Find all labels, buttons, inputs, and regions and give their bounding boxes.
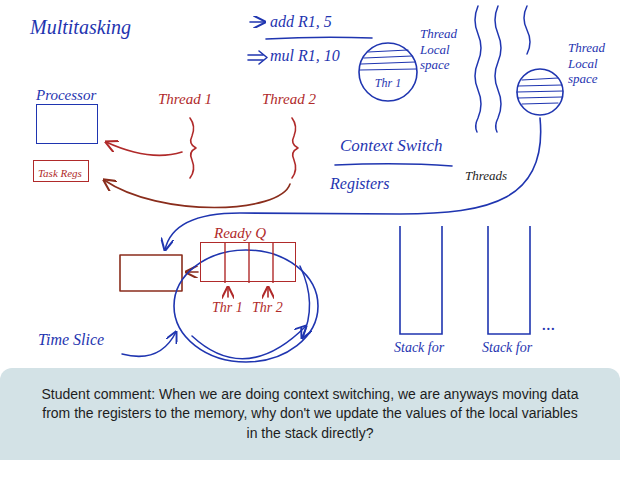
- node-heading: Stack for: [394, 340, 444, 357]
- label-holder: ...: [542, 314, 556, 336]
- underline: [335, 164, 452, 166]
- node-heading: Thread Local space: [420, 26, 474, 73]
- curly-brace: [190, 118, 196, 178]
- thread-stack: Stack for: [398, 226, 444, 336]
- arrow-mark: [250, 21, 265, 23]
- queue-slot-divider: [248, 243, 249, 283]
- note-label: Threads: [465, 168, 507, 184]
- board-title: Multitasking: [30, 16, 131, 39]
- circle-outline: [516, 68, 564, 116]
- queue-entry: Thr 2: [252, 300, 283, 317]
- loop-arrow: [300, 266, 310, 338]
- running-box: [120, 255, 182, 291]
- label-holder: Thr 2: [252, 300, 283, 317]
- instruction: mul R1, 10: [270, 46, 340, 65]
- queue-slot-divider: [224, 243, 225, 283]
- loop-arrow: [192, 326, 306, 359]
- circle-outline: [359, 43, 417, 101]
- loop-arrow: [122, 332, 176, 356]
- thread-label: Thread 2: [262, 90, 316, 108]
- double-arrow-head: [259, 51, 267, 64]
- text-holder: Thread Local space: [420, 26, 474, 73]
- underline: [266, 37, 372, 39]
- node-text: Thr 1: [358, 76, 418, 90]
- node-heading: Task Regs: [38, 167, 82, 180]
- round-robin-loop: [174, 250, 318, 362]
- label-holder: Threads: [465, 168, 507, 184]
- stack-outline: [488, 226, 530, 334]
- label-holder: Time Slice: [38, 330, 104, 349]
- thread-stack: Stack for: [486, 226, 532, 336]
- label-holder: Thread 2: [262, 90, 316, 108]
- queue-slots: [201, 243, 297, 283]
- stack-outline: [400, 226, 442, 334]
- node-heading: Processor: [36, 86, 96, 104]
- text-holder: Thread Local space: [568, 40, 614, 87]
- load-arrow: [106, 142, 182, 155]
- text-holder: Stack for: [482, 340, 532, 357]
- divider-line: [475, 6, 481, 132]
- register-box: Task Regs: [33, 160, 89, 182]
- enqueue-arrow: [227, 287, 229, 297]
- comment-banner: Student comment: When we are doing conte…: [0, 368, 620, 460]
- note-label: Registers: [330, 174, 390, 193]
- label-holder: Registers: [330, 174, 390, 193]
- queue-entry: Thr 1: [212, 300, 243, 317]
- label-holder: Thr 1: [212, 300, 243, 317]
- thread-local-space: Thread Local spaceThr 1: [358, 42, 418, 102]
- label-holder: mul R1, 10: [270, 46, 340, 65]
- topic-heading: Context Switch: [340, 136, 442, 156]
- node-heading: Thread Local space: [568, 40, 614, 87]
- divider-line: [495, 6, 501, 132]
- stack-outline: [486, 226, 532, 336]
- ellipsis: ...: [542, 314, 556, 336]
- queue-slot-divider: [272, 243, 273, 283]
- schedule-arrow: [165, 118, 541, 250]
- circle-outline: [358, 42, 418, 102]
- save-arrow: [104, 180, 290, 208]
- text-holder: Thr 1: [358, 76, 418, 90]
- node-heading: Stack for: [482, 340, 532, 357]
- double-arrow-mark: [248, 55, 263, 60]
- node-heading: Ready Q: [200, 224, 266, 242]
- thread-local-space: Thread Local space: [516, 68, 564, 116]
- circle-outline: [517, 69, 563, 115]
- curly-brace: [292, 118, 298, 178]
- enqueue-arrow: [267, 287, 269, 297]
- label-holder: Thread 1: [158, 90, 212, 108]
- instruction: add R1, 5: [270, 12, 332, 31]
- box-outline: [200, 242, 296, 282]
- divider-line: [524, 6, 530, 54]
- stack-outline: [398, 226, 444, 336]
- thread-label: Thread 1: [158, 90, 212, 108]
- text-holder: Stack for: [394, 340, 444, 357]
- label-holder: Context Switch: [340, 136, 442, 156]
- note-label: Time Slice: [38, 330, 104, 349]
- ready-queue: Ready Q: [200, 224, 296, 282]
- processor-box: Processor: [36, 86, 98, 144]
- box-outline: [36, 104, 98, 144]
- node-heading: Student comment: When we are doing conte…: [40, 385, 580, 444]
- label-holder: add R1, 5: [270, 12, 332, 31]
